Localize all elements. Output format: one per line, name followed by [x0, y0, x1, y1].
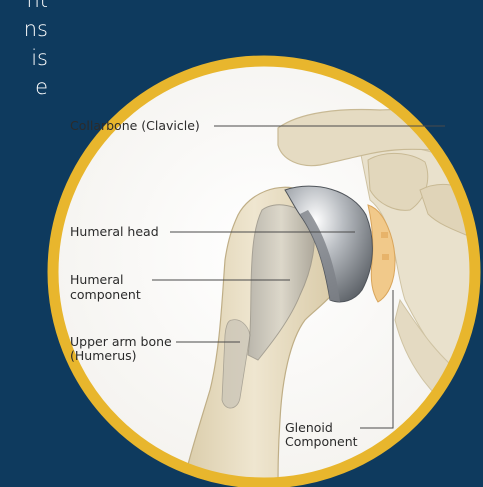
label-humeral-component-line2: component	[70, 287, 141, 302]
label-glenoid-line1: Glenoid	[285, 420, 333, 435]
glenoid-peg	[382, 254, 389, 260]
label-humeral-component-line1: Humeral	[70, 272, 123, 287]
label-glenoid-line2: Component	[285, 434, 358, 449]
glenoid-peg	[381, 232, 388, 238]
label-humeral-head: Humeral head	[70, 224, 159, 239]
label-humerus-line2: (Humerus)	[70, 348, 137, 363]
label-humerus-line1: Upper arm bone	[70, 334, 172, 349]
label-clavicle: Collarbone (Clavicle)	[70, 118, 200, 133]
